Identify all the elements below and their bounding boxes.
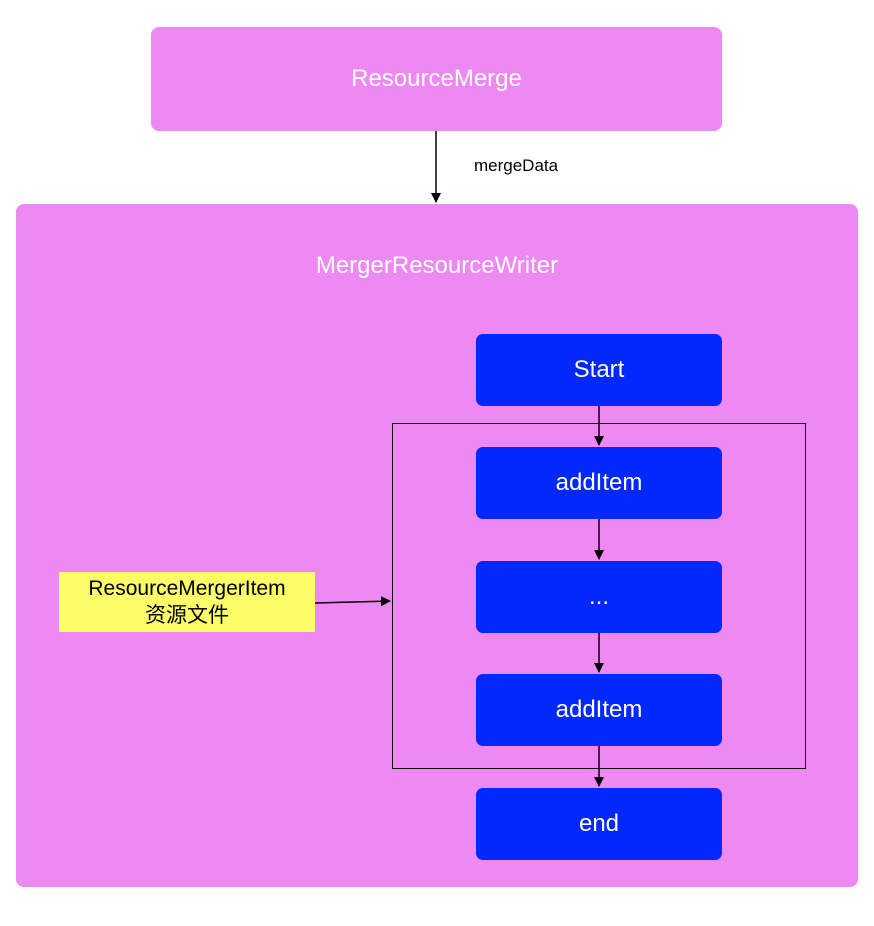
note-line-1: ResourceMergerItem [88,577,286,600]
resource-merge-label: ResourceMerge [351,65,522,92]
start-node: Start [476,334,722,406]
resource-merger-item-note: ResourceMergerItem 资源文件 [59,572,315,632]
arrow-note-to-loop [314,596,391,607]
merger-resource-writer-label: MergerResourceWriter [315,252,559,279]
end-node: end [476,788,722,860]
end-node-label: end [578,810,620,837]
resource-merge-box: ResourceMerge [151,27,722,131]
merger-resource-writer-container [16,204,858,887]
ellipsis-node-label: ... [588,583,609,610]
merge-data-edge-label: mergeData [474,156,559,175]
add-item-node-1-label: addItem [555,469,643,496]
ellipsis-node: ... [476,561,722,633]
add-item-node-2-label: addItem [555,696,643,723]
note-line-2: 资源文件 [145,604,229,627]
add-item-node-2: addItem [476,674,722,746]
add-item-node-1: addItem [476,447,722,519]
start-node-label: Start [573,356,625,383]
